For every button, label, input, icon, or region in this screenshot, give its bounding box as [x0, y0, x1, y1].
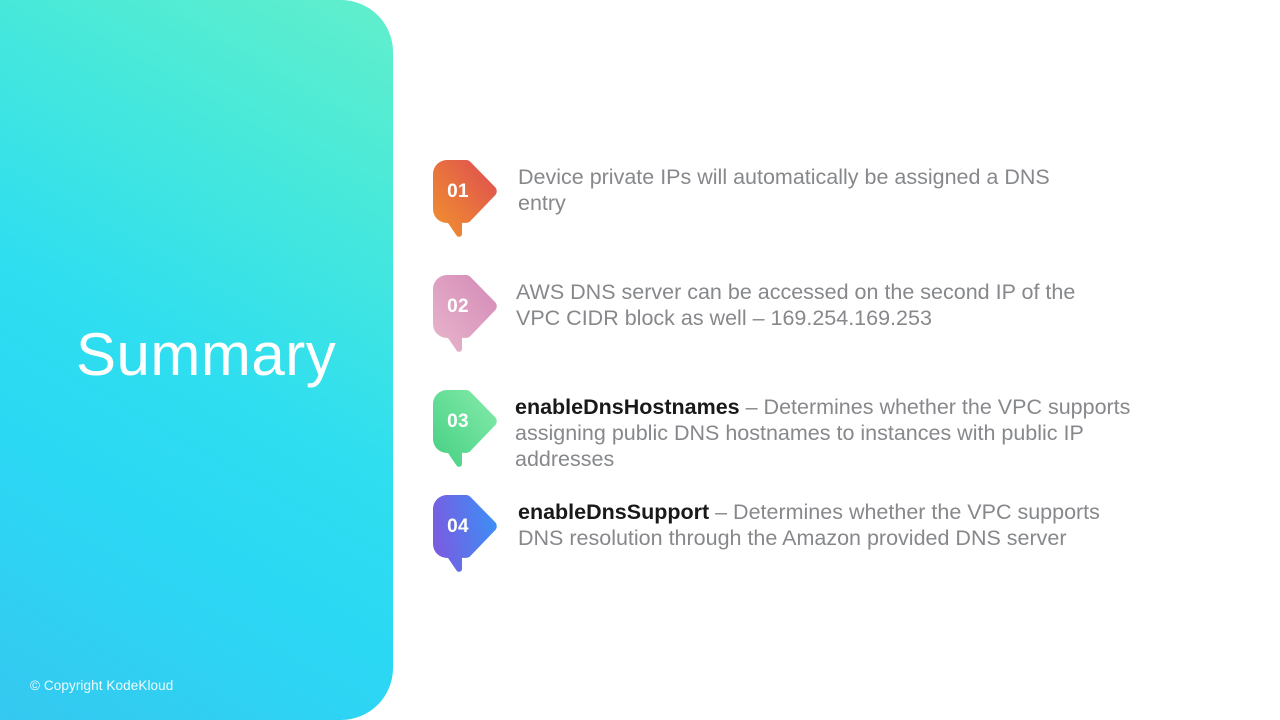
step-number: 02 [447, 296, 469, 317]
badge-arrow-icon [433, 274, 497, 352]
badge-arrow-icon [433, 389, 497, 467]
title-panel: Summary © Copyright KodeKloud [0, 0, 393, 720]
step-number: 03 [447, 411, 469, 432]
step-badge-04: 04 [432, 493, 500, 575]
copyright-notice: © Copyright KodeKloud [30, 678, 174, 693]
list-item: 01 Device private IPs will automatically… [432, 158, 1132, 240]
list-item-body: Device private IPs will automatically be… [518, 165, 1050, 215]
list-item: 04 enableDnsSupport – Determines whether… [432, 493, 1182, 575]
list-item-body: AWS DNS server can be accessed on the se… [516, 280, 1076, 330]
list-item-term: enableDnsHostnames [515, 395, 740, 419]
badge-arrow-icon [433, 494, 497, 572]
list-item: 03 enableDnsHostnames – Determines wheth… [432, 388, 1172, 472]
bullet-list: 01 Device private IPs will automatically… [393, 0, 1280, 720]
list-item-body: – Determines whether the VPC supports DN… [518, 500, 1100, 550]
list-item-term: enableDnsSupport [518, 500, 710, 524]
list-item-text: AWS DNS server can be accessed on the se… [500, 273, 1116, 331]
list-item: 02 AWS DNS server can be accessed on the… [432, 273, 1152, 355]
step-badge-03: 03 [432, 388, 500, 470]
list-item-body: – Determines whether the VPC supports as… [515, 395, 1131, 471]
step-number: 04 [447, 516, 469, 537]
step-number: 01 [447, 181, 469, 202]
badge-arrow-icon [433, 159, 497, 237]
step-badge-01: 01 [432, 158, 500, 240]
page-title: Summary [76, 321, 337, 388]
list-item-text: enableDnsSupport – Determines whether th… [500, 493, 1138, 551]
list-item-text: Device private IPs will automatically be… [500, 158, 1078, 216]
step-badge-02: 02 [432, 273, 500, 355]
list-item-text: enableDnsHostnames – Determines whether … [500, 388, 1135, 472]
